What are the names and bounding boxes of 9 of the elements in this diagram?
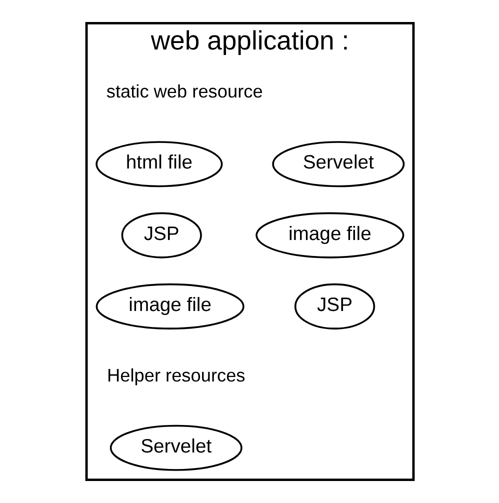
label: Helper resources bbox=[106, 365, 245, 386]
label: static web resource bbox=[106, 82, 262, 102]
node-ellipse: image file bbox=[95, 283, 244, 330]
node-ellipse: Servelet bbox=[272, 141, 404, 188]
node-ellipse: html file bbox=[95, 141, 222, 188]
node-ellipse: Servelet bbox=[109, 424, 242, 471]
node-ellipse: JSP bbox=[120, 212, 202, 258]
node-ellipse: JSP bbox=[294, 283, 375, 330]
node-ellipse: image file bbox=[255, 212, 404, 258]
